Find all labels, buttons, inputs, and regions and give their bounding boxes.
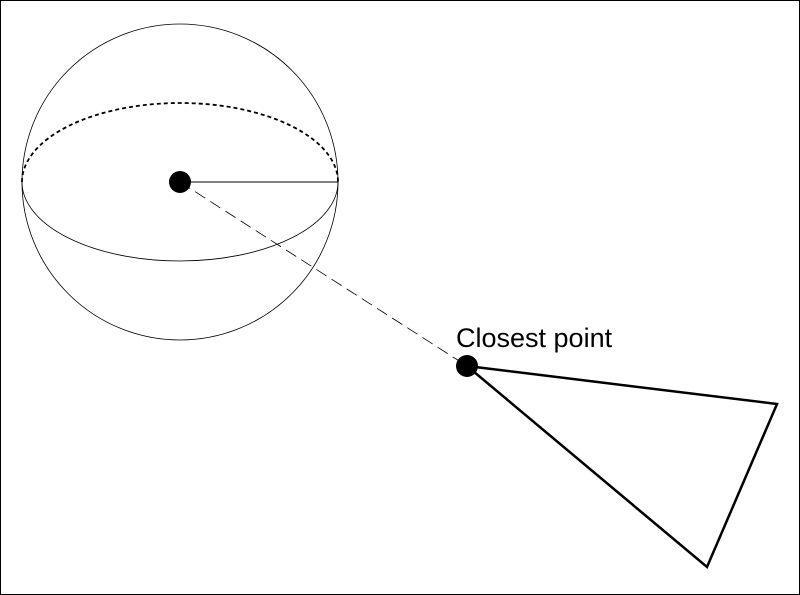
closest-point-label: Closest point	[456, 323, 613, 353]
closest-point-marker	[456, 355, 478, 377]
center-to-closest-point-line	[179, 181, 468, 367]
sphere-equator-front	[21, 181, 339, 262]
triangle	[462, 364, 779, 570]
sphere-equator-back	[21, 102, 339, 183]
sphere-center-point	[169, 171, 191, 193]
